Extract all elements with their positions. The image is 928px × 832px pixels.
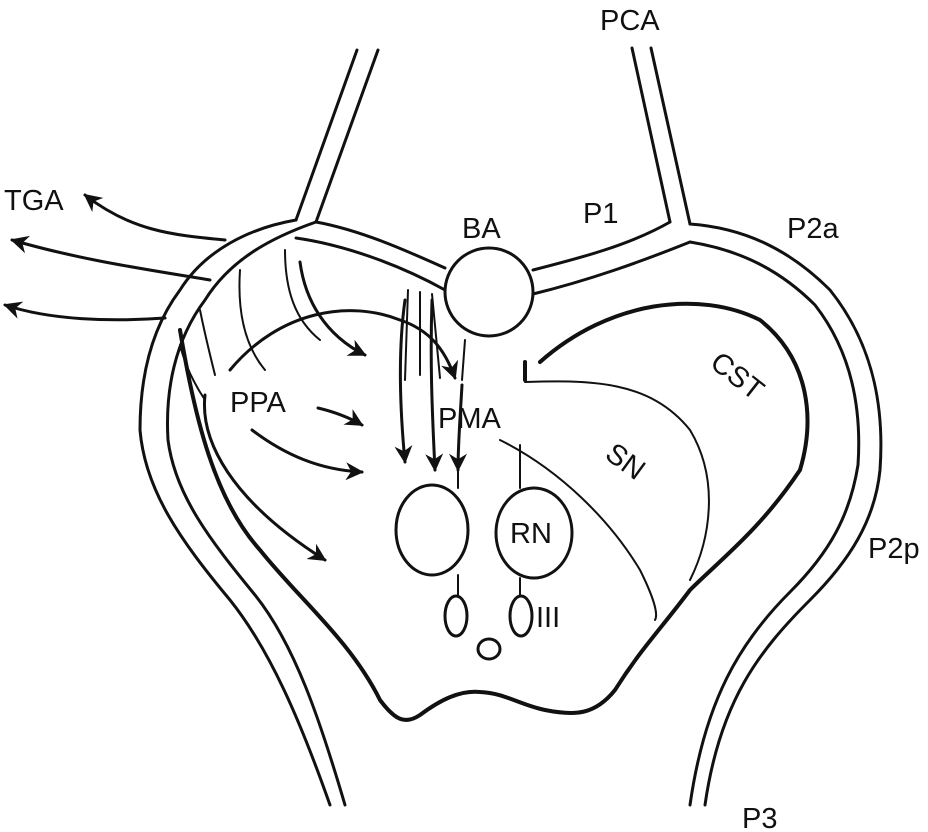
flow-arrows bbox=[3, 193, 468, 562]
label-pma: PMA bbox=[438, 403, 502, 435]
pca-right-vessel bbox=[630, 46, 692, 226]
label-rn: RN bbox=[510, 518, 552, 550]
label-pca: PCA bbox=[600, 5, 660, 37]
basilar-artery-circle bbox=[443, 246, 535, 338]
label-tga: TGA bbox=[4, 185, 64, 217]
circumflex-branches bbox=[179, 249, 321, 401]
label-ba: BA bbox=[462, 213, 501, 245]
midbrain-outline bbox=[178, 301, 810, 722]
label-ppa: PPA bbox=[230, 387, 287, 419]
paramedian-penetrators bbox=[404, 289, 466, 381]
label-cst: CST bbox=[704, 346, 770, 407]
right-red-nucleus bbox=[494, 486, 574, 580]
perimesencephalic-vessel-ring bbox=[138, 218, 883, 807]
label-p3: P3 bbox=[742, 803, 777, 832]
sn-boundary-line bbox=[499, 439, 658, 621]
cst-boundary-line bbox=[524, 380, 710, 581]
pca-left-vessel bbox=[294, 48, 380, 224]
label-p1: P1 bbox=[583, 198, 618, 230]
left-red-nucleus bbox=[394, 483, 470, 577]
left-oculomotor-nucleus bbox=[443, 594, 469, 638]
right-oculomotor-nucleus bbox=[508, 594, 534, 638]
label-iii: III bbox=[536, 602, 560, 634]
label-sn: SN bbox=[599, 437, 650, 487]
label-p2a: P2a bbox=[787, 213, 839, 245]
aqueduct bbox=[476, 637, 502, 661]
label-p2p: P2p bbox=[868, 533, 920, 565]
